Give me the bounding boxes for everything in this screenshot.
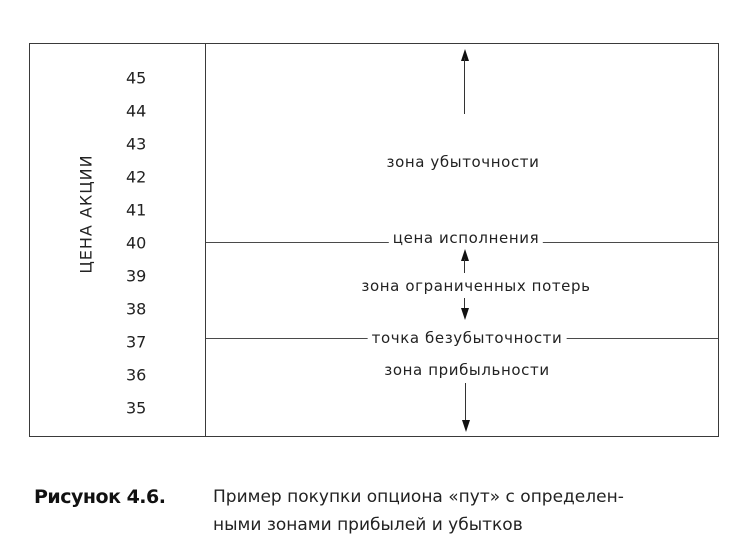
- loss-zone-label: зона убыточности: [382, 153, 544, 171]
- y-axis-title-text: ЦЕНА АКЦИИ: [76, 154, 96, 274]
- arrow-down-icon: [462, 420, 470, 432]
- profit-zone-arrow-shaft: [465, 383, 466, 421]
- limited-loss-arrow-up-shaft: [464, 259, 465, 273]
- tick-35: 35: [126, 398, 147, 418]
- tick-38: 38: [126, 299, 147, 319]
- tick-37: 37: [126, 332, 147, 352]
- arrow-up-icon: [461, 249, 469, 261]
- limited-loss-zone-label: зона ограниченных потерь: [357, 277, 595, 295]
- tick-45: 45: [126, 68, 147, 88]
- arrow-up-icon: [461, 49, 469, 61]
- arrow-down-icon: [461, 308, 469, 320]
- tick-39: 39: [126, 266, 147, 286]
- tick-42: 42: [126, 167, 147, 187]
- tick-40: 40: [126, 233, 147, 253]
- break-even-label: точка безубыточности: [367, 329, 567, 347]
- profit-zone-label: зона прибыльности: [380, 361, 554, 379]
- figure-number: Рисунок 4.6.: [34, 486, 166, 508]
- tick-41: 41: [126, 200, 147, 220]
- axis-divider-line: [205, 43, 206, 437]
- tick-43: 43: [126, 134, 147, 154]
- strike-price-label: цена исполнения: [388, 229, 544, 247]
- loss-zone-arrow-shaft: [464, 58, 465, 114]
- caption-text-line-1: Пример покупки опциона «пут» с определен…: [213, 487, 624, 507]
- caption-text-line-2: ными зонами прибылей и убытков: [213, 515, 523, 535]
- tick-36: 36: [126, 365, 147, 385]
- diagram-frame: [29, 43, 719, 437]
- limited-loss-arrow-down-shaft: [464, 298, 465, 310]
- tick-44: 44: [126, 101, 147, 121]
